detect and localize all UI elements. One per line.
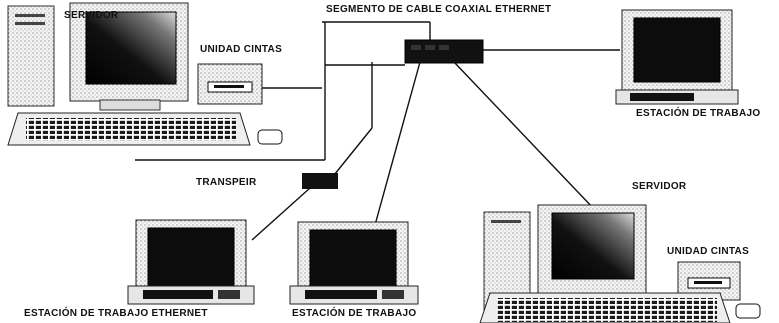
- cable-hub-to-bottom-server: [453, 61, 596, 211]
- cable-transceiver-to-ethernet: [251, 187, 311, 241]
- server-bottom: [479, 204, 761, 323]
- workstation-ethernet: [127, 219, 255, 305]
- workstation-right: [615, 9, 739, 105]
- label-workstation-middle: ESTACIÓN DE TRABAJO: [292, 308, 417, 319]
- label-tape-bottom: UNIDAD CINTAS: [667, 246, 750, 257]
- label-server-top: SERVIDOR: [64, 10, 119, 21]
- hub-device: [404, 39, 484, 64]
- label-tape-top: UNIDAD CINTAS: [200, 44, 283, 55]
- label-coaxial-segment: SEGMENTO DE CABLE COAXIAL ETHERNET: [326, 4, 552, 15]
- label-transceiver: TRANSPEIR: [196, 177, 257, 188]
- server-top: [7, 2, 283, 146]
- cable-hub-to-middle: [374, 61, 421, 226]
- label-workstation-right: ESTACIÓN DE TRABAJO: [636, 108, 761, 119]
- transceiver-box: [302, 173, 338, 189]
- label-server-bottom: SERVIDOR: [632, 181, 687, 192]
- workstation-middle: [289, 221, 419, 305]
- network-cables: [135, 21, 620, 241]
- label-workstation-ethernet: ESTACIÓN DE TRABAJO ETHERNET: [24, 308, 208, 319]
